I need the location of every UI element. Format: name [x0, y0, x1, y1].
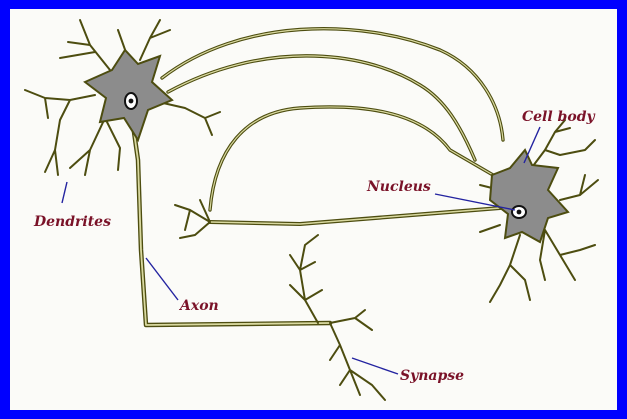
label-pointers: [62, 127, 540, 374]
right-cell-body: [490, 150, 568, 242]
right-dendrite-right: [560, 175, 598, 200]
nucleus-label: Nucleus: [366, 179, 431, 195]
left-dendrite-down: [70, 118, 120, 175]
dendrites-pointer: [62, 182, 67, 203]
left-dendrite-left: [25, 90, 95, 150]
synapse-branches: [290, 235, 385, 400]
middle-arc-fiber: [210, 107, 493, 210]
neuron-diagram-svg: Dendrites Axon Cell body Nucleus Synapse: [10, 9, 617, 410]
right-dendrite-down: [490, 230, 595, 302]
right-soma: [490, 150, 568, 242]
cell-body-pointer: [524, 127, 540, 163]
lower-connecting-fiber: [210, 208, 500, 224]
upper-arc-fiber-1: [162, 29, 503, 140]
mid-tuft: [175, 200, 210, 238]
left-dendrite-up: [60, 20, 110, 70]
axon-pointer: [146, 258, 178, 300]
synapse-label: Synapse: [400, 368, 464, 384]
synapse-pointer: [352, 358, 398, 374]
axon-label: Axon: [178, 298, 219, 314]
upper-arc-fiber-1-core: [162, 29, 503, 140]
left-cell-body: [85, 50, 172, 140]
cell-body-label: Cell body: [522, 109, 595, 125]
neuron-diagram: Dendrites Axon Cell body Nucleus Synapse: [10, 9, 617, 410]
left-dendrite-fan: [45, 150, 58, 175]
dendrites-label: Dendrites: [33, 214, 111, 230]
left-nucleolus: [129, 99, 134, 104]
right-nucleolus: [517, 210, 522, 215]
nerve-fibers: [132, 29, 503, 325]
